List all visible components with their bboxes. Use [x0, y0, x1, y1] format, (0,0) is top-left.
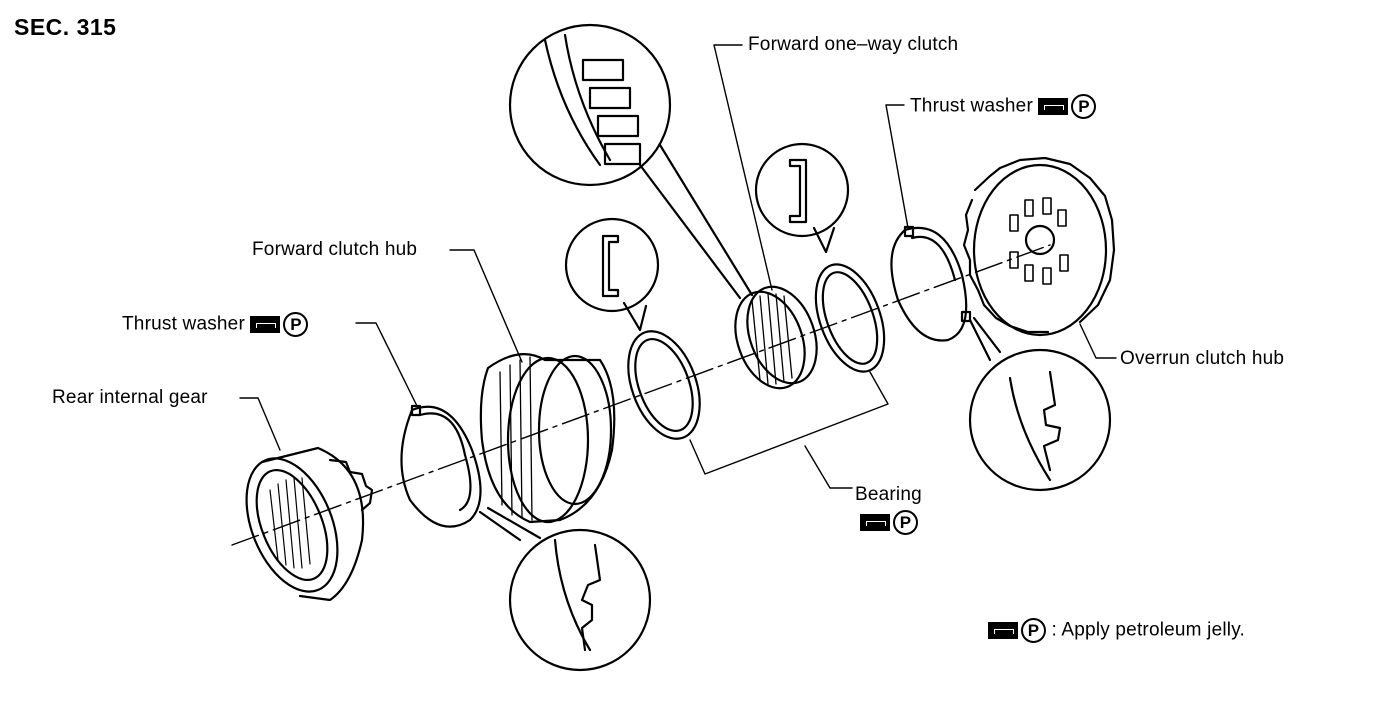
section-number: SEC. 315 — [14, 14, 117, 40]
legend-symbol: P — [988, 618, 1046, 643]
bearing-right-part — [814, 263, 886, 373]
petroleum-jelly-icon — [860, 514, 890, 531]
label-thrust-washer-left-text: Thrust washer — [122, 313, 245, 335]
petroleum-jelly-icon — [988, 622, 1018, 639]
label-rear-internal-gear: Rear internal gear — [52, 387, 208, 408]
legend-text: Apply petroleum jelly. — [1061, 619, 1245, 641]
p-circle-icon: P — [1071, 94, 1097, 119]
label-bearing: Bearing — [855, 484, 922, 505]
detail-circle-washer-right — [968, 316, 1112, 492]
p-circle-icon: P — [1021, 618, 1046, 643]
forward-clutch-hub-part — [479, 353, 616, 524]
petroleum-jelly-symbol-bearing: P — [860, 510, 918, 535]
legend: P : Apply petroleum jelly. — [988, 618, 1245, 643]
label-forward-clutch-hub: Forward clutch hub — [252, 239, 418, 260]
forward-one-way-clutch-part — [734, 285, 818, 390]
thrust-washer-right-part — [890, 225, 972, 342]
petroleum-jelly-symbol-top: P — [1038, 94, 1097, 119]
rear-internal-gear-part — [245, 446, 374, 602]
center-axis — [231, 244, 1051, 546]
thrust-washer-left-part — [400, 404, 482, 528]
detail-circle-bearing-left — [564, 217, 660, 332]
label-overrun-clutch-hub: Overrun clutch hub — [1120, 348, 1285, 369]
petroleum-jelly-icon — [250, 316, 281, 333]
overrun-clutch-hub-part — [962, 156, 1116, 337]
detail-circle-washer-left — [478, 506, 652, 672]
label-thrust-washer-left: Thrust washer P — [122, 312, 309, 337]
legend-colon: : — [1051, 619, 1057, 641]
label-thrust-washer-top-text: Thrust washer — [910, 95, 1033, 117]
detail-circle-bearing-right — [754, 142, 850, 254]
bearing-left-part — [627, 330, 701, 440]
petroleum-jelly-symbol-left: P — [250, 312, 309, 337]
p-circle-icon: P — [893, 510, 918, 535]
p-circle-icon: P — [283, 312, 309, 337]
leader-lines — [239, 44, 1117, 489]
label-forward-one-way-clutch: Forward one–way clutch — [748, 34, 959, 55]
label-thrust-washer-top: Thrust washer P — [910, 94, 1097, 119]
detail-circle-one-way-clutch — [508, 23, 754, 300]
petroleum-jelly-icon — [1038, 98, 1069, 115]
